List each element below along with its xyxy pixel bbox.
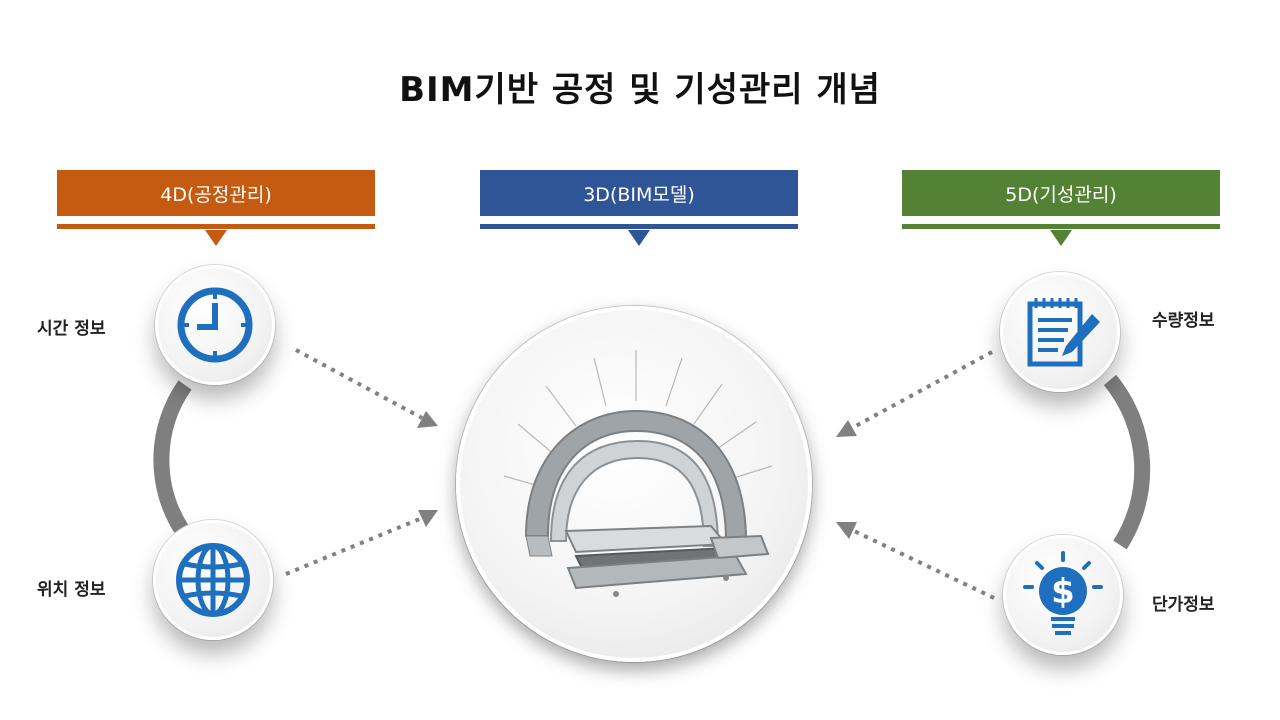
- header-4d-pointer: [205, 230, 227, 246]
- arrow-time-to-model: [295, 348, 423, 420]
- arrow-time-head: [417, 411, 438, 428]
- clock-icon: [177, 287, 253, 363]
- header-5d-pointer: [1050, 230, 1072, 246]
- notepad-icon: [1027, 298, 1100, 367]
- header-5d: 5D(기성관리): [902, 170, 1220, 216]
- svg-text:$: $: [1051, 572, 1075, 612]
- arrow-price-head: [836, 522, 857, 539]
- quantity-info-node: [1000, 272, 1120, 392]
- header-3d-underline: [480, 224, 798, 229]
- tunnel-side-block: [709, 534, 770, 560]
- lightbulb-dollar-icon: $: [1023, 551, 1103, 635]
- location-info-label: 위치 정보: [37, 580, 106, 600]
- tunnel-base: [566, 554, 748, 590]
- unit-price-info-node: $: [1003, 535, 1123, 655]
- time-info-label: 시간 정보: [37, 319, 106, 339]
- tunnel-deck-upper: [564, 524, 729, 554]
- header-3d-pointer: [628, 230, 650, 246]
- arrow-location-head: [418, 510, 438, 527]
- tunnel-segment: [525, 535, 553, 557]
- arrow-quantity-head: [836, 420, 857, 437]
- unit-price-info-label: 단가정보: [1152, 595, 1215, 615]
- right-connector-arc: [1103, 374, 1151, 550]
- header-4d: 4D(공정관리): [57, 170, 375, 216]
- location-info-node: [153, 520, 273, 640]
- page-title: BIM기반 공정 및 기성관리 개념: [399, 70, 881, 110]
- arrow-location-to-model: [285, 516, 423, 576]
- globe-icon: [176, 543, 250, 617]
- header-3d-label: 3D(BIM모델): [583, 183, 695, 206]
- header-5d-label: 5D(기성관리): [1005, 183, 1117, 206]
- left-connector-arc: [153, 380, 192, 535]
- header-5d-underline: [902, 224, 1220, 229]
- center-model-circle: [456, 306, 812, 662]
- header-3d: 3D(BIM모델): [480, 170, 798, 216]
- quantity-info-label: 수량정보: [1152, 311, 1215, 331]
- header-4d-underline: [57, 224, 375, 229]
- arrow-quantity-to-model: [851, 350, 993, 430]
- header-4d-label: 4D(공정관리): [160, 183, 272, 206]
- arrow-price-to-model: [851, 528, 995, 600]
- tunnel-model-icon: [503, 350, 773, 597]
- time-info-node: [155, 265, 275, 385]
